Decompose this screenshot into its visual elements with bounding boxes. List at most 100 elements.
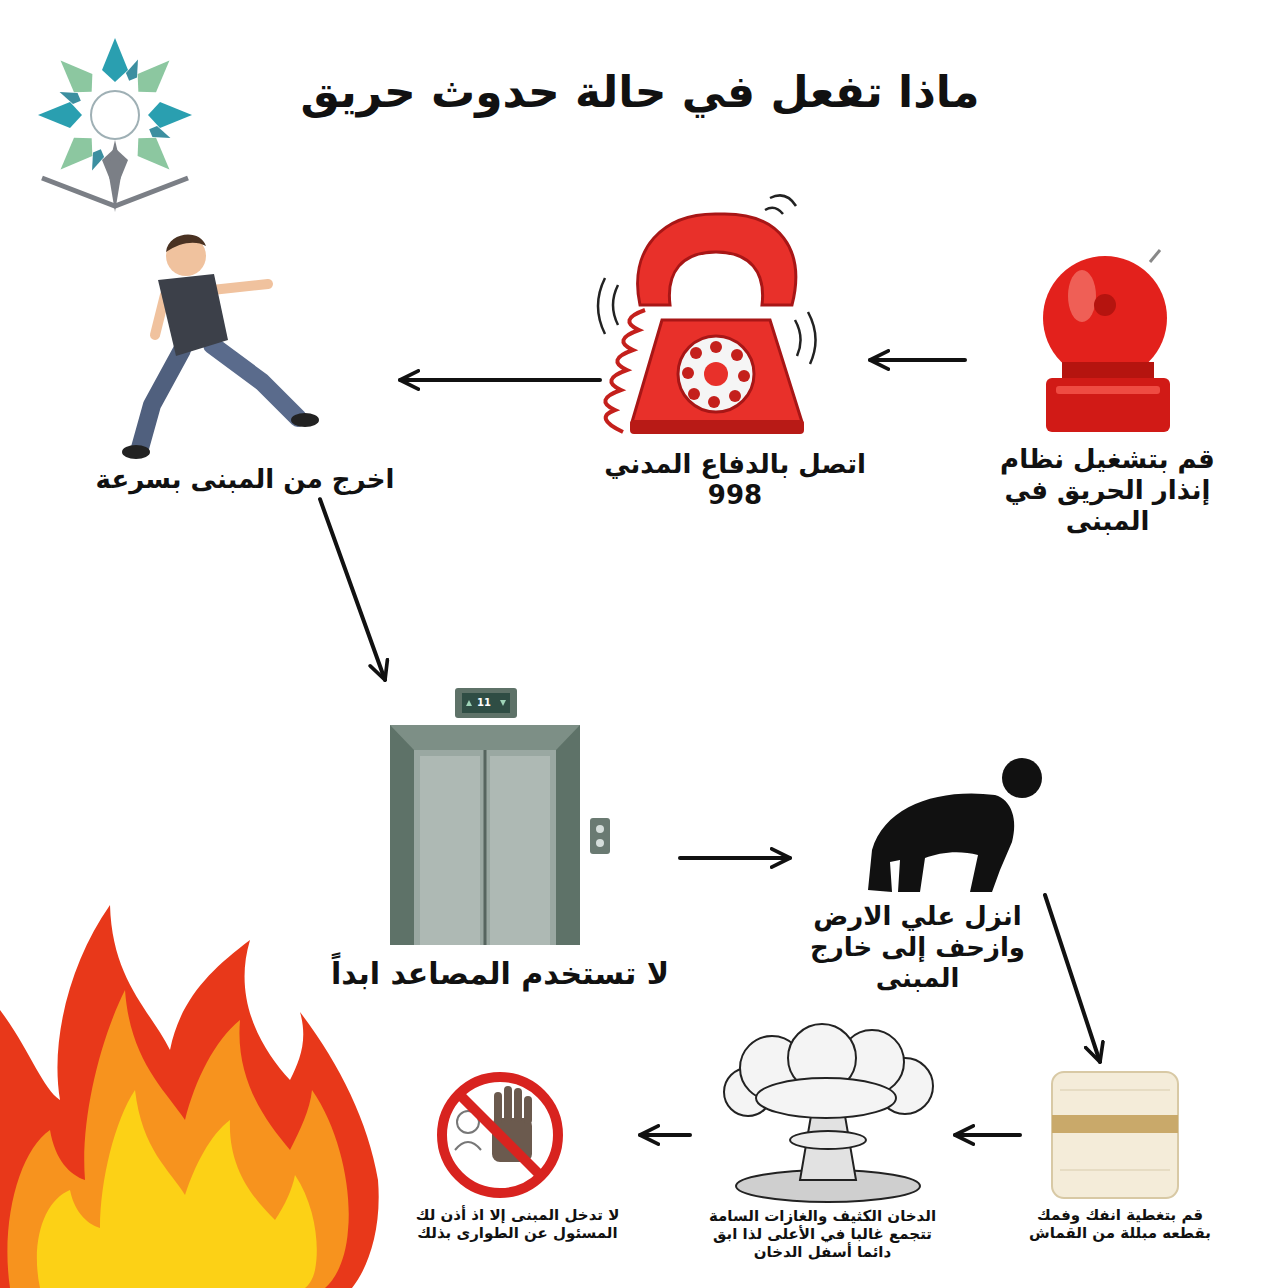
bell-dome — [1043, 256, 1167, 380]
man-leg — [140, 350, 182, 448]
running-man — [122, 235, 319, 459]
dial-hole — [710, 341, 722, 353]
sign-finger — [514, 1088, 522, 1122]
logo — [38, 38, 192, 212]
step-box: الدخان الكثيف والغازات السامة تتجمع غالب… — [690, 1025, 955, 1265]
step-text: قم بتغطية انفك وفمك بقطعه مبللة من القما… — [1024, 1206, 1216, 1242]
floor-display — [462, 693, 510, 713]
logo-core — [91, 91, 139, 139]
floor-number: 11 — [477, 697, 491, 708]
step-text: لا تدخل المبنى إلا اذ أذن لك المسئول عن … — [399, 1206, 636, 1242]
bell-striker — [1094, 294, 1116, 316]
sign-finger — [524, 1096, 532, 1124]
dial-hole — [731, 349, 743, 361]
man-leg — [212, 345, 298, 418]
man-hair — [166, 235, 206, 252]
phone-dial — [678, 336, 754, 412]
flow-arrow — [640, 1133, 690, 1137]
door-seam — [484, 750, 487, 945]
flow-arrow — [1045, 895, 1100, 1062]
step-box: انزل علي الارض وازحف إلى خارج المبنى — [790, 745, 1045, 999]
logo-petal — [148, 102, 192, 128]
cloud-ring — [790, 1131, 866, 1149]
step-text: قم بتشغيل نظام إنذار الحريق في المبنى — [969, 444, 1246, 538]
down-arrow — [500, 700, 506, 706]
elevator-frame — [390, 725, 580, 945]
elevator-frame-top — [390, 725, 580, 750]
flow-arrow — [680, 856, 790, 860]
dial-center — [704, 362, 728, 386]
door-panel — [420, 756, 480, 945]
dial-hole — [708, 396, 720, 408]
logo-petal — [57, 86, 83, 106]
step-box: لا تدخل المبنى إلا اذ أذن لك المسئول عن … — [395, 1062, 640, 1246]
call-panel — [590, 818, 610, 854]
elevator-doors — [414, 750, 556, 945]
step-text: اخرج من المبنى بسرعة — [94, 464, 396, 495]
bell-hammer — [1150, 250, 1160, 262]
no-entry-sign — [442, 1077, 558, 1193]
step-box: قم بتغطية انفك وفمك بقطعه مبللة من القما… — [1020, 1062, 1220, 1246]
call-button — [596, 839, 604, 847]
man-shoe — [291, 413, 319, 427]
cloud-puff — [756, 1078, 896, 1118]
sign-slash — [459, 1094, 541, 1176]
door-panel — [490, 756, 550, 945]
step-box: اخرج من المبنى بسرعة — [90, 228, 400, 499]
title: ماذا تفعل في حالة حدوث حريق — [200, 66, 1080, 117]
cloth-fold — [1060, 1089, 1170, 1091]
sign-finger — [504, 1086, 512, 1122]
alarm-bell — [1043, 250, 1170, 432]
man-shoe — [122, 445, 150, 459]
up-arrow — [466, 700, 472, 706]
logo-petal — [124, 57, 144, 83]
logo-spike — [108, 140, 122, 212]
crawler-body — [868, 793, 1014, 892]
man-shirt — [158, 274, 228, 356]
step-text: لا تستخدم المصاعد ابداً — [324, 956, 676, 992]
flow-arrow — [400, 378, 600, 382]
logo-petal — [147, 124, 173, 144]
cloth-band — [1052, 1115, 1178, 1133]
logo-petal — [102, 38, 128, 82]
dial-hole — [688, 388, 700, 400]
logo-chevron — [42, 178, 188, 206]
floor-indicator — [455, 688, 517, 718]
bell-base-shine — [1056, 386, 1160, 394]
phone-handset — [638, 214, 796, 305]
flame-outer — [0, 905, 379, 1288]
sign-person — [455, 1142, 481, 1150]
step-text: انزل علي الارض وازحف إلى خارج المبنى — [794, 901, 1041, 995]
flow-arrow — [955, 1133, 1020, 1137]
flow-arrow — [870, 358, 965, 362]
sign-ring — [442, 1077, 558, 1193]
bell-highlight — [1068, 270, 1096, 322]
wet-cloth — [1052, 1072, 1178, 1198]
phone-base — [630, 420, 804, 434]
elevator — [390, 688, 610, 945]
flame-middle — [7, 990, 348, 1288]
phone-body — [632, 320, 802, 422]
dial-hole — [682, 367, 694, 379]
fire — [0, 905, 379, 1288]
dial-hole — [738, 370, 750, 382]
step-text: 998 — [604, 480, 866, 511]
telephone — [598, 195, 816, 434]
flow-arrow — [320, 499, 385, 680]
dial-hole — [729, 390, 741, 402]
step-box: لا تستخدم المصاعد ابداً — [320, 680, 680, 996]
step-text: الدخان الكثيف والغازات السامة تتجمع غالب… — [694, 1207, 951, 1261]
man-arm — [212, 284, 268, 290]
crawler-head — [1002, 758, 1042, 798]
crawling-person — [868, 758, 1042, 892]
step-box: قم بتشغيل نظام إنذار الحريق في المبنى — [965, 240, 1250, 542]
sign-finger — [494, 1092, 502, 1124]
smoke-cloud — [724, 1024, 933, 1202]
step-box: اتصل بالدفاع المدني998 — [600, 195, 870, 515]
step-text: اتصل بالدفاع المدني — [604, 449, 866, 480]
cloth-fold — [1060, 1169, 1170, 1171]
cloth — [1052, 1072, 1178, 1198]
bell-base — [1046, 378, 1170, 432]
